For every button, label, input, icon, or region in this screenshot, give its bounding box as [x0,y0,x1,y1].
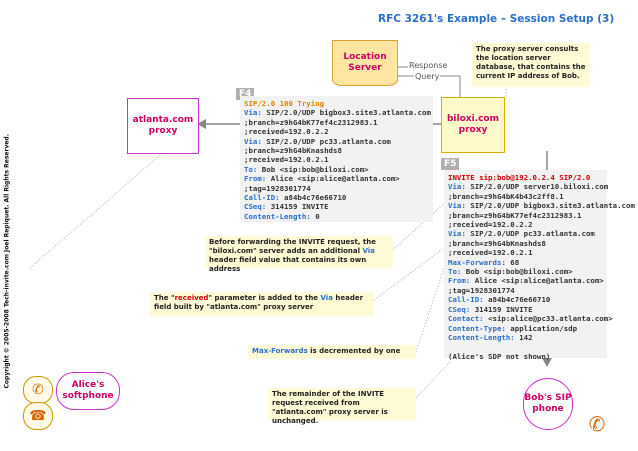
leader-line [415,255,449,353]
f5-line: ;branch=z9hG4bKnashds8 [448,238,546,248]
max-forwards-note: Max-Forwards is decremented by one [248,345,416,359]
leader-line [29,154,161,269]
atlanta-proxy-node: atlanta.com proxy [127,98,199,154]
f4-line: ;received=192.0.2.2 [244,127,329,137]
location-server-node: Location Server [332,40,398,86]
f5-line: Contact: <sip:alice@pc33.atlanta.com> [448,314,613,324]
f4-line: ;tag=1928301774 [244,183,311,193]
f4-line: ;branch=z9hG4bKnashds8 [244,146,342,156]
f5-line: ;received=192.0.2.2 [448,220,533,230]
phone-handset-icon: ✆ [588,412,606,436]
alice-softphone-node: Alice's softphone [56,372,120,410]
f4-line: Via: SIP/2.0/UDP bigbox3.site3.atlanta.c… [244,108,431,118]
f5-line: To: Bob <sip:bob@biloxi.com> [448,267,573,277]
f5-line: From: Alice <sip:alice@atlanta.com> [448,276,604,286]
f5-tag: F5 [441,158,460,170]
phone-handset-icon: ☎ [23,402,53,430]
f4-line: ;received=192.0.2.1 [244,155,329,165]
f5-line: Content-Type: application/sdp [448,323,578,333]
f4-line: From: Alice <sip:alice@atlanta.com> [244,174,400,184]
phone-icon: ✆ [23,376,53,404]
biloxi-proxy-node: biloxi.com proxy [441,97,505,153]
f5-line: Via: SIP/2.0/UDP server10.biloxi.com [448,182,609,192]
f5-line: Via: SIP/2.0/UDP pc33.atlanta.com [448,229,595,239]
f5-line: INVITE sip:bob@192.0.2.4 SIP/2.0 [448,173,591,182]
f5-line: ;branch=z9hG4bK4b43c2ff8.1 [448,191,564,201]
f5-line: Max-Forwards: 68 [448,257,520,267]
f5-line: ;tag=1928301774 [448,285,515,295]
f4-line: ;branch=z9hG4bK77ef4c2312983.1 [244,117,378,127]
leader-line [392,199,449,251]
leader-line [415,361,451,399]
f5-line: ;branch=z9hG4bK77ef4c2312983.1 [448,210,582,220]
f5-line: CSeq: 314159 INVITE [448,304,533,314]
f4-line: Via: SIP/2.0/UDP pc33.atlanta.com [244,136,391,146]
leader-line [373,244,449,301]
f4-line: SIP/2.0 100 Trying [244,99,325,108]
f5-line: Via: SIP/2.0/UDP bigbox3.site3.atlanta.c… [448,201,635,211]
location-db-note: The proxy server consults the location s… [472,43,590,87]
bob-sip-phone-node: Bob's SIP phone [523,378,573,430]
page-title: RFC 3261's Example – Session Setup (3) [378,13,615,25]
f5-line: Call-ID: a84b4c76e66710 [448,295,551,305]
f4-arrowhead [197,119,206,129]
f4-line: To: Bob <sip:bob@biloxi.com> [244,164,369,174]
f5-line [448,342,603,351]
f4-line: Call-ID: a84b4c76e66710 [244,193,347,203]
f5-line: Content-Length: 142 [448,332,533,342]
remainder-note: The remainder of the INVITE request rece… [268,388,416,425]
f4-line: CSeq: 314159 INVITE [244,202,329,212]
f5-line: (Alice's SDP not shown) [448,351,551,361]
via-note: Before forwarding the INVITE request, th… [205,236,393,273]
f5-line: ;received=192.0.2.1 [448,248,533,258]
response-label: Response [408,61,449,70]
query-label: Query [414,72,441,81]
copyright-text: Copyright © 2005-2008 Tech-invite.com Jo… [3,134,11,389]
f4-line: Content-Length: 0 [244,211,320,221]
f5-arrowhead [542,358,552,367]
received-note: The "received" parameter is added to the… [150,292,374,316]
